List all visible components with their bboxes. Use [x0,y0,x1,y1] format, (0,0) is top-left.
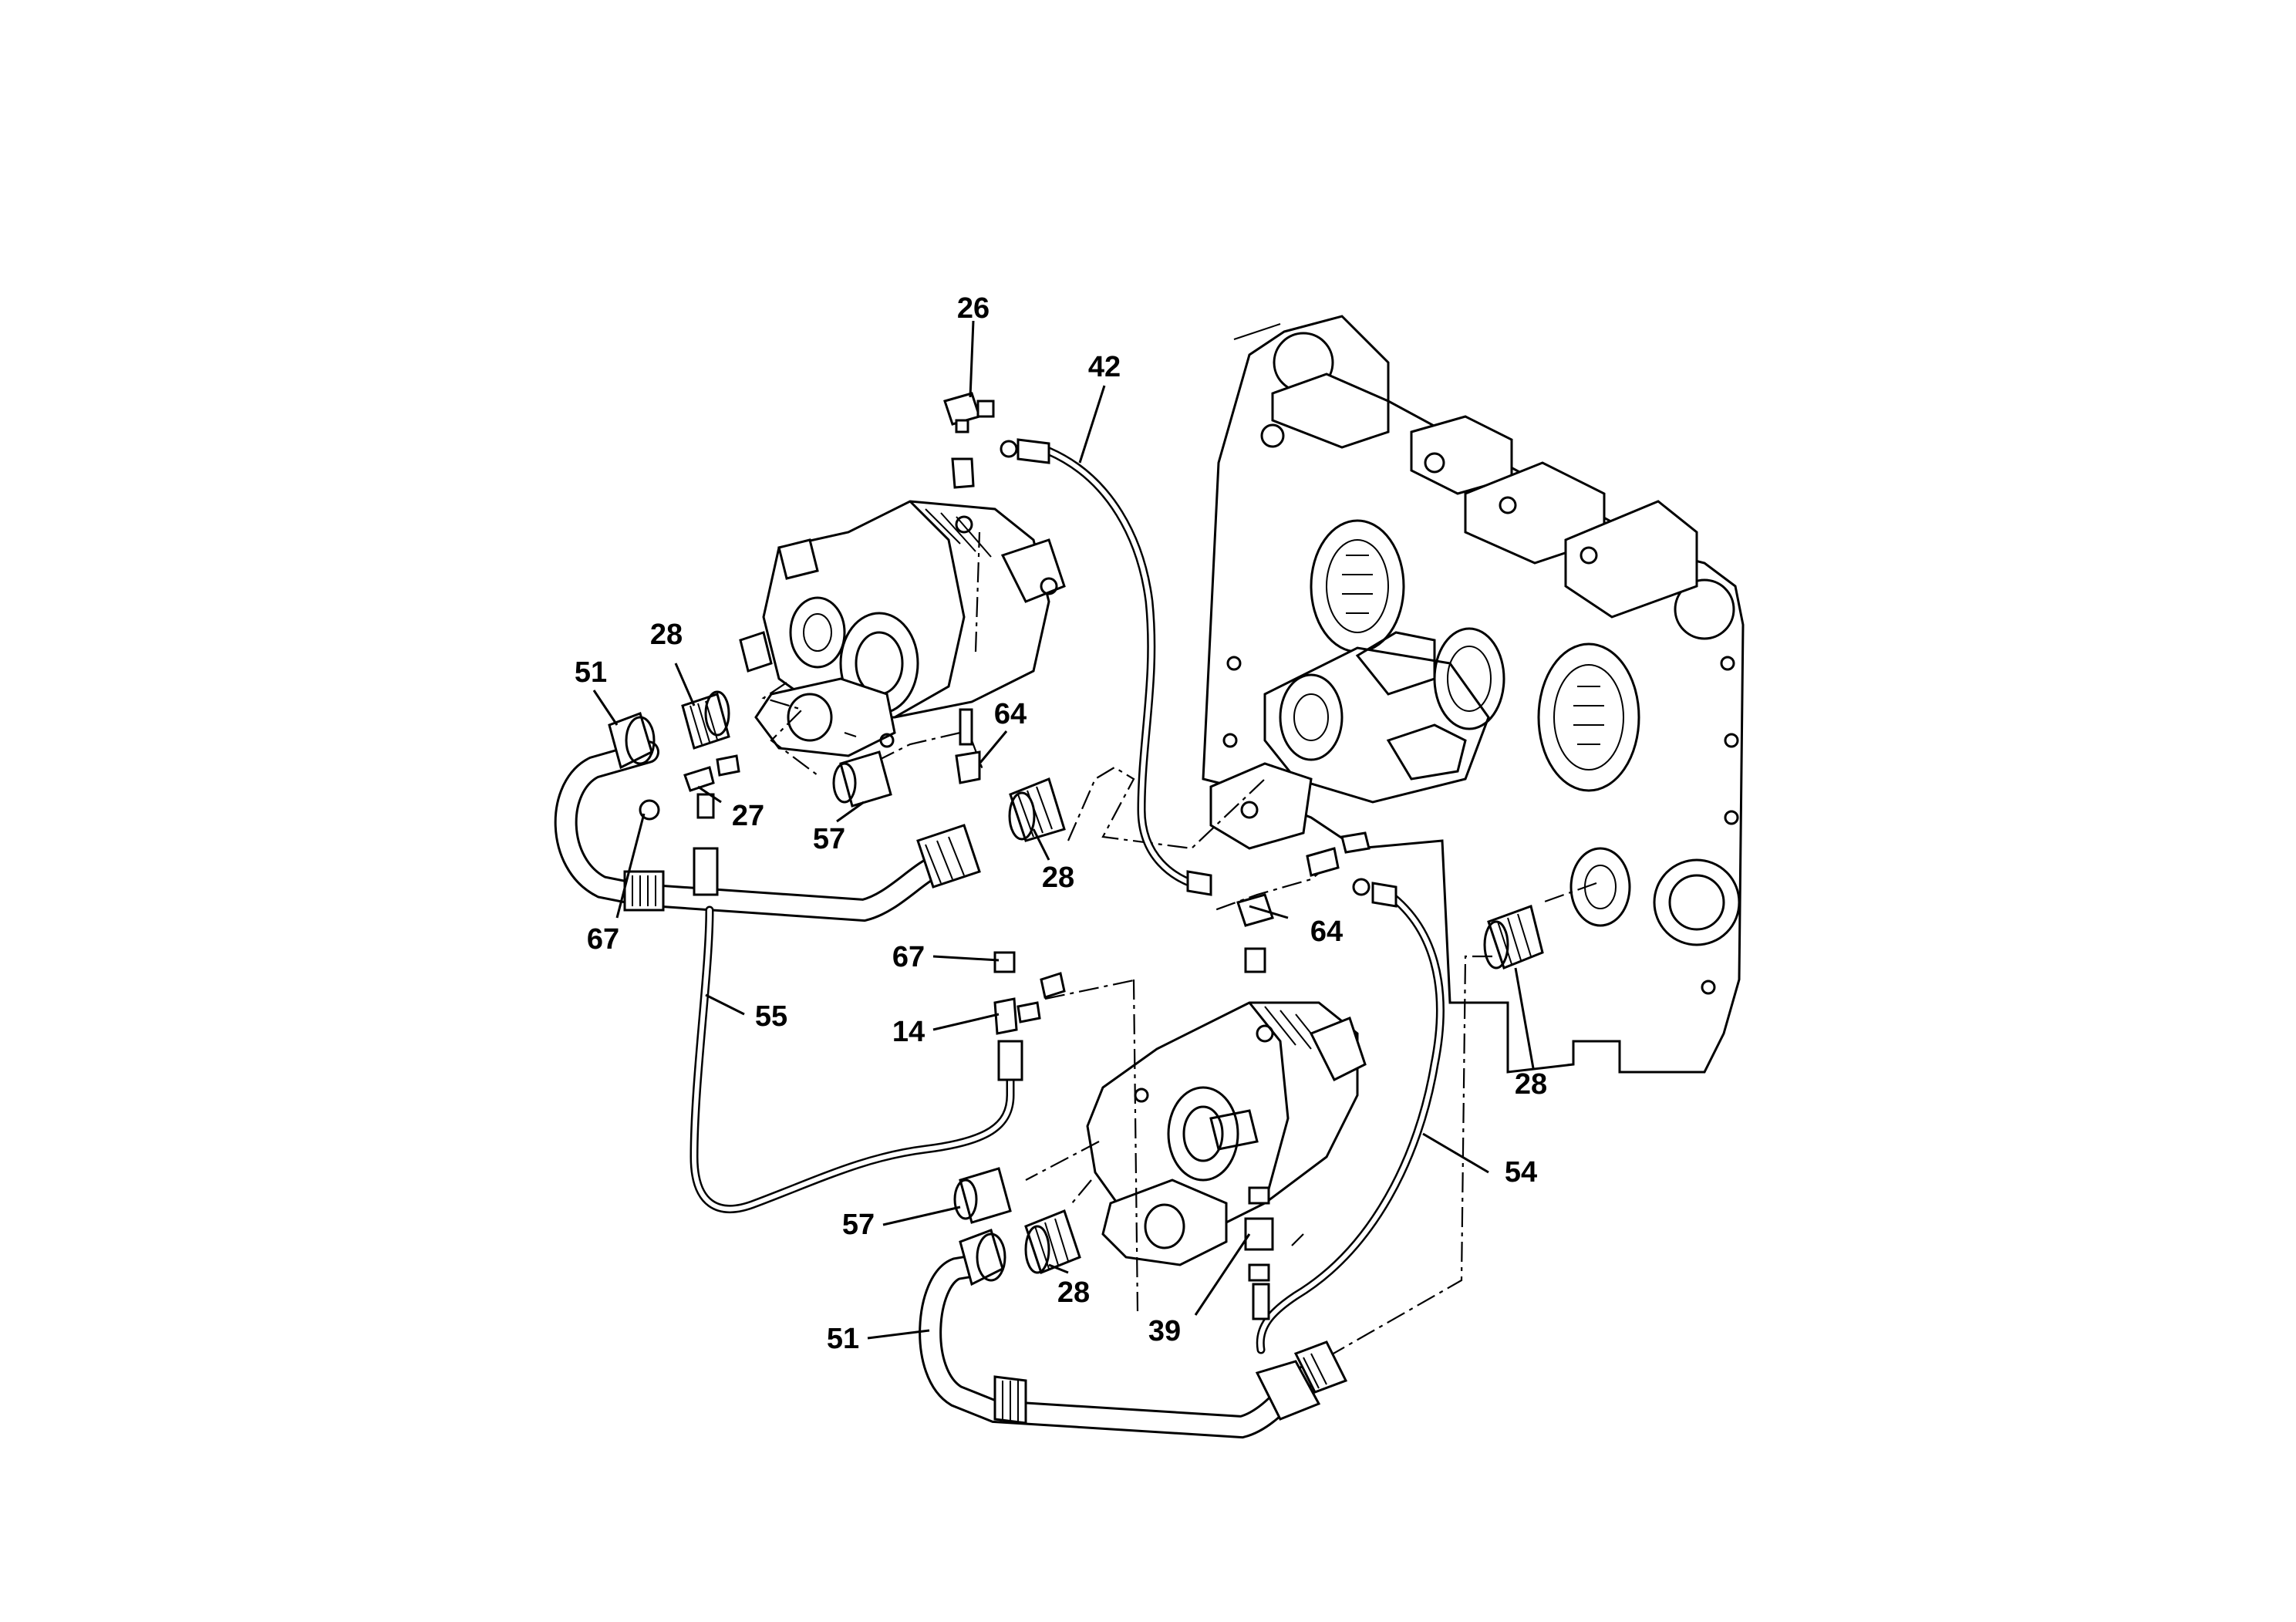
callout-28: 28 [1042,862,1074,894]
tube-54 [1256,878,1445,1354]
callout-64: 64 [994,698,1027,730]
callout-39: 39 [1148,1315,1181,1347]
hose-51-upper [554,712,981,922]
callout-28: 28 [650,619,683,651]
callout-57: 57 [842,1209,875,1241]
callout-64: 64 [1310,916,1343,948]
fitting-28-mid [1008,777,1066,842]
gearbox-housing [1202,315,1745,1074]
tube-42 [1000,438,1212,896]
callout-51: 51 [827,1323,859,1355]
callout-26: 26 [957,292,990,325]
callout-28: 28 [1515,1068,1547,1101]
callout-28: 28 [1057,1276,1090,1309]
callout-51: 51 [575,656,607,689]
fitting-28-right [1483,905,1544,969]
fitting-64-lower [1236,831,1371,973]
callout-57: 57 [813,823,845,855]
callout-54: 54 [1505,1156,1537,1189]
cap-67-lower [993,951,1016,973]
plug-57-upper [832,750,892,808]
tube-55 [689,847,1023,1213]
callout-67: 67 [587,923,619,956]
plug-57-lower [953,1167,1012,1224]
fitting-27-tee [683,754,740,819]
callout-55: 55 [755,1000,787,1033]
fitting-14-tee [993,972,1066,1035]
callout-leaders [592,320,1535,1340]
callout-67: 67 [892,941,925,973]
callout-42: 42 [1088,351,1121,383]
assembly-center-lines [761,531,1597,1358]
callout-labels: 26 42 28 51 64 27 57 28 67 64 67 55 14 2… [575,292,1547,1355]
fitting-28-upper [681,690,730,750]
fitting-28-lower [1024,1209,1081,1274]
hose-51-lower [919,1229,1348,1439]
fitting-26-tee [943,392,995,489]
callout-27: 27 [732,800,764,832]
fitting-39 [1244,1186,1274,1320]
callout-14: 14 [892,1016,925,1048]
fitting-64-upper [955,708,981,784]
upper-hydraulic-pump [739,500,1066,757]
lower-hydraulic-pump [1086,1001,1367,1266]
